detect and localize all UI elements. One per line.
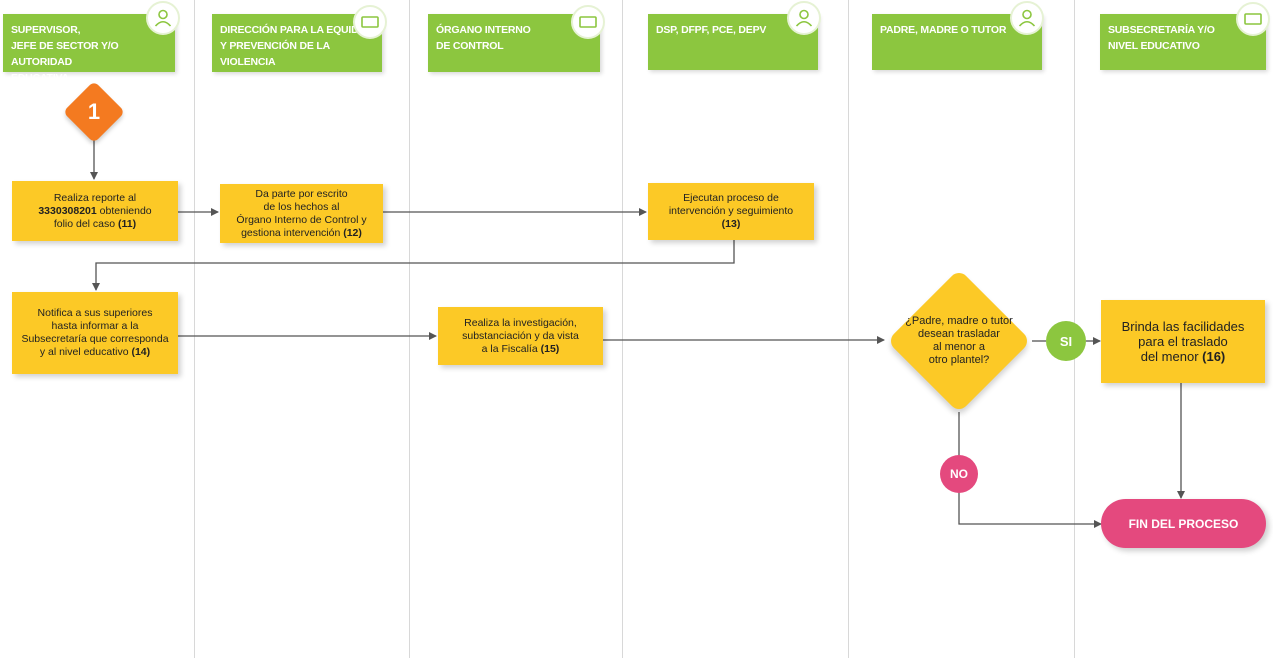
decision-text: ¿Padre, madre o tutor desean trasladar a…	[884, 306, 1034, 376]
lane-title-line: DIRECCIÓN PARA LA EQUIDAD	[220, 24, 374, 36]
step-15: Realiza la investigación, substanciación…	[438, 307, 603, 365]
lane-divider	[409, 0, 410, 658]
step-text: folio del caso	[53, 217, 119, 230]
step-text: Realiza la investigación,	[464, 316, 577, 329]
step-11: Realiza reporte al 3330308201 obteniendo…	[12, 181, 178, 241]
step-ref: (16)	[1202, 349, 1226, 364]
person-icon	[1010, 1, 1044, 35]
step-text: hasta informar a la	[51, 320, 139, 332]
step-text: Órgano Interno de Control y	[236, 213, 367, 226]
yes-label: SI	[1046, 321, 1086, 361]
lane-title-line: EDUCATIVA	[11, 72, 69, 84]
person-icon	[146, 1, 180, 35]
end-terminal: FIN DEL PROCESO	[1101, 499, 1266, 548]
step-text: y al nivel educativo	[39, 346, 132, 358]
step-14: Notifica a sus superiores hasta informar…	[12, 292, 178, 374]
connector-no-to-end	[958, 490, 1102, 528]
lane-divider	[194, 0, 195, 658]
lane-title-line: PADRE, MADRE O TUTOR	[880, 24, 1007, 36]
lane-title-line: ÓRGANO INTERNO	[436, 24, 531, 36]
step-ref: (11)	[118, 217, 137, 230]
decision-line: otro plantel?	[928, 354, 990, 366]
lane-title-line: JEFE DE SECTOR Y/O AUTORIDAD	[11, 40, 119, 68]
lane-divider	[848, 0, 849, 658]
step-text: de los hechos al	[263, 200, 340, 213]
monitor-icon	[1236, 2, 1270, 36]
lane-divider	[622, 0, 623, 658]
step-text: para el traslado	[1138, 334, 1228, 349]
step-text: obteniendo	[96, 204, 152, 217]
step-text: Brinda las facilidades	[1121, 319, 1245, 334]
decision-line: al menor a	[933, 341, 985, 353]
decision-line: ¿Padre, madre o tutor	[905, 315, 1013, 327]
start-number: 1	[87, 99, 101, 124]
step-ref: (14)	[131, 346, 151, 358]
lane-title-line: DSP, DFPF, PCE, DEPV	[656, 24, 767, 36]
person-icon	[787, 1, 821, 35]
step-text: gestiona intervención	[241, 226, 344, 239]
connector-13-to-14	[92, 240, 735, 291]
step-12: Da parte por escrito de los hechos al Ór…	[220, 184, 383, 243]
step-ref: (13)	[721, 218, 741, 230]
step-16: Brinda las facilidades para el traslado …	[1101, 300, 1265, 383]
step-text: a la Fiscalía	[481, 342, 541, 355]
step-text: intervención y seguimiento	[668, 205, 794, 217]
step-text: substanciación y da vista	[462, 329, 579, 342]
step-text: Notifica a sus superiores	[37, 307, 153, 319]
step-ref: (12)	[343, 226, 362, 239]
lane-title-line: NIVEL EDUCATIVO	[1108, 40, 1200, 52]
lane-title-line: SUBSECRETARÍA Y/O	[1108, 24, 1215, 36]
phone-number: 3330308201	[38, 204, 97, 217]
decision-line: desean trasladar	[918, 328, 1000, 340]
step-text: Da parte por escrito	[255, 187, 348, 200]
monitor-icon	[571, 5, 605, 39]
step-text: Subsecretaría que corresponda	[21, 333, 169, 345]
step-13: Ejecutan proceso de intervención y segui…	[648, 183, 814, 240]
step-ref: (15)	[540, 342, 560, 355]
monitor-icon	[353, 5, 387, 39]
lane-title-line: SUPERVISOR,	[11, 24, 81, 36]
step-text: Realiza reporte al	[53, 191, 137, 204]
lane-title-line: DE CONTROL	[436, 40, 504, 52]
step-text: del menor	[1140, 349, 1203, 364]
step-text: Ejecutan proceso de	[683, 192, 779, 204]
lane-title-line: Y PREVENCIÓN DE LA VIOLENCIA	[220, 40, 330, 68]
no-label: NO	[940, 455, 978, 493]
